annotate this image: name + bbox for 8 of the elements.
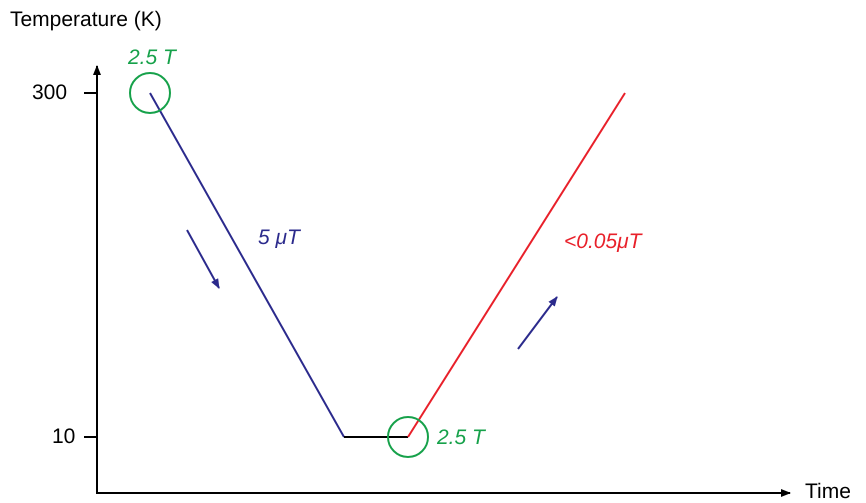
field-label: 2.5 T: [437, 426, 485, 450]
field-label: <0.05μT: [564, 230, 642, 254]
field-label: 5 μT: [258, 226, 300, 250]
axis-title: Time: [805, 480, 851, 503]
tick-label: 300: [32, 81, 68, 105]
axis-title: Temperature (K): [10, 8, 162, 32]
tick-label: 10: [52, 425, 76, 449]
field-label: 2.5 T: [128, 46, 176, 70]
